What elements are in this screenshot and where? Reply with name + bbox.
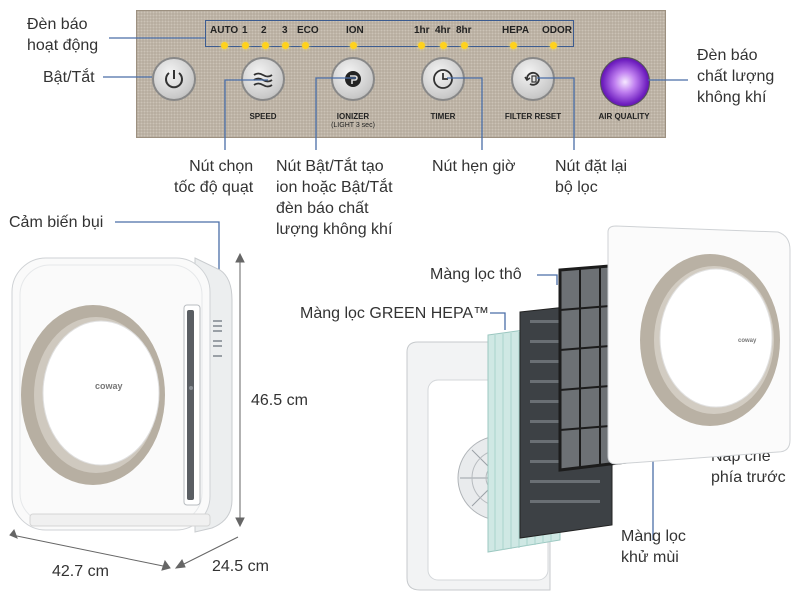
led-8hr bbox=[461, 42, 468, 49]
filter-reset-icon bbox=[524, 71, 540, 86]
led-speed-2 bbox=[262, 42, 269, 49]
indicator-speed-2: 2 bbox=[261, 25, 267, 36]
speed-button[interactable] bbox=[241, 57, 285, 101]
led-speed-3 bbox=[282, 42, 289, 49]
indicator-ion: ION bbox=[346, 25, 364, 36]
ionizer-subcaption: (LIGHT 3 sec) bbox=[331, 122, 375, 129]
label-status-light: Đèn báo hoạt động bbox=[27, 16, 99, 54]
led-speed-1 bbox=[242, 42, 249, 49]
speed-caption: SPEED bbox=[249, 112, 277, 121]
dim-depth: 24.5 cm bbox=[212, 558, 269, 575]
power-button[interactable] bbox=[152, 57, 196, 101]
dim-height: 46.5 cm bbox=[251, 392, 308, 409]
air-quality-light bbox=[600, 57, 650, 107]
label-hepa-filter: Màng lọc GREEN HEPA™ bbox=[300, 305, 490, 322]
led-auto bbox=[221, 42, 228, 49]
filter-reset-caption: FILTER RESET bbox=[504, 112, 562, 121]
indicator-odor: ODOR bbox=[542, 25, 572, 36]
clock-icon bbox=[433, 69, 453, 89]
label-air-quality-light: Đèn báo chất lượng không khí bbox=[697, 47, 775, 106]
led-1hr bbox=[418, 42, 425, 49]
indicator-hepa: HEPA bbox=[502, 25, 530, 36]
indicator-4hr: 4hr bbox=[435, 25, 451, 36]
brand-logo-cover: coway bbox=[738, 338, 757, 344]
filter-reset-button[interactable] bbox=[511, 57, 555, 101]
led-hepa bbox=[510, 42, 517, 49]
label-dust-sensor: Cảm biến bụi bbox=[9, 214, 104, 231]
label-timer-button: Nút hẹn giờ bbox=[432, 158, 516, 175]
led-ion bbox=[350, 42, 357, 49]
label-filter-reset-button: Nút đặt lại bộ lọc bbox=[555, 158, 628, 196]
indicator-8hr: 8hr bbox=[456, 25, 472, 36]
timer-caption: TIMER bbox=[430, 112, 456, 121]
label-fan-speed: Nút chọn tốc độ quạt bbox=[174, 158, 254, 196]
label-deodorizing-filter: Màng lọc khử mùi bbox=[621, 528, 686, 566]
indicator-auto: AUTO bbox=[210, 25, 239, 36]
indicator-speed-3: 3 bbox=[282, 25, 288, 36]
timer-button[interactable] bbox=[421, 57, 465, 101]
brand-logo-front: coway bbox=[95, 381, 123, 391]
led-4hr bbox=[440, 42, 447, 49]
control-panel bbox=[136, 10, 666, 138]
label-ionizer-button: Nút Bật/Tắt tạo ion hoặc Bật/Tắt đèn báo… bbox=[276, 158, 393, 238]
led-odor bbox=[550, 42, 557, 49]
ionizer-button[interactable] bbox=[331, 57, 375, 101]
led-eco bbox=[302, 42, 309, 49]
label-coarse-filter: Màng lọc thô bbox=[430, 266, 522, 283]
ionizer-caption: IONIZER bbox=[336, 112, 370, 121]
power-icon bbox=[165, 70, 183, 89]
status-indicator-box bbox=[205, 20, 574, 47]
indicator-speed-1: 1 bbox=[242, 25, 248, 36]
air-quality-caption: AIR QUALITY bbox=[598, 112, 650, 121]
indicator-1hr: 1hr bbox=[414, 25, 430, 36]
label-power: Bật/Tắt bbox=[43, 69, 95, 86]
ionizer-icon bbox=[345, 71, 361, 87]
dim-width: 42.7 cm bbox=[52, 563, 109, 580]
indicator-eco: ECO bbox=[297, 25, 319, 36]
